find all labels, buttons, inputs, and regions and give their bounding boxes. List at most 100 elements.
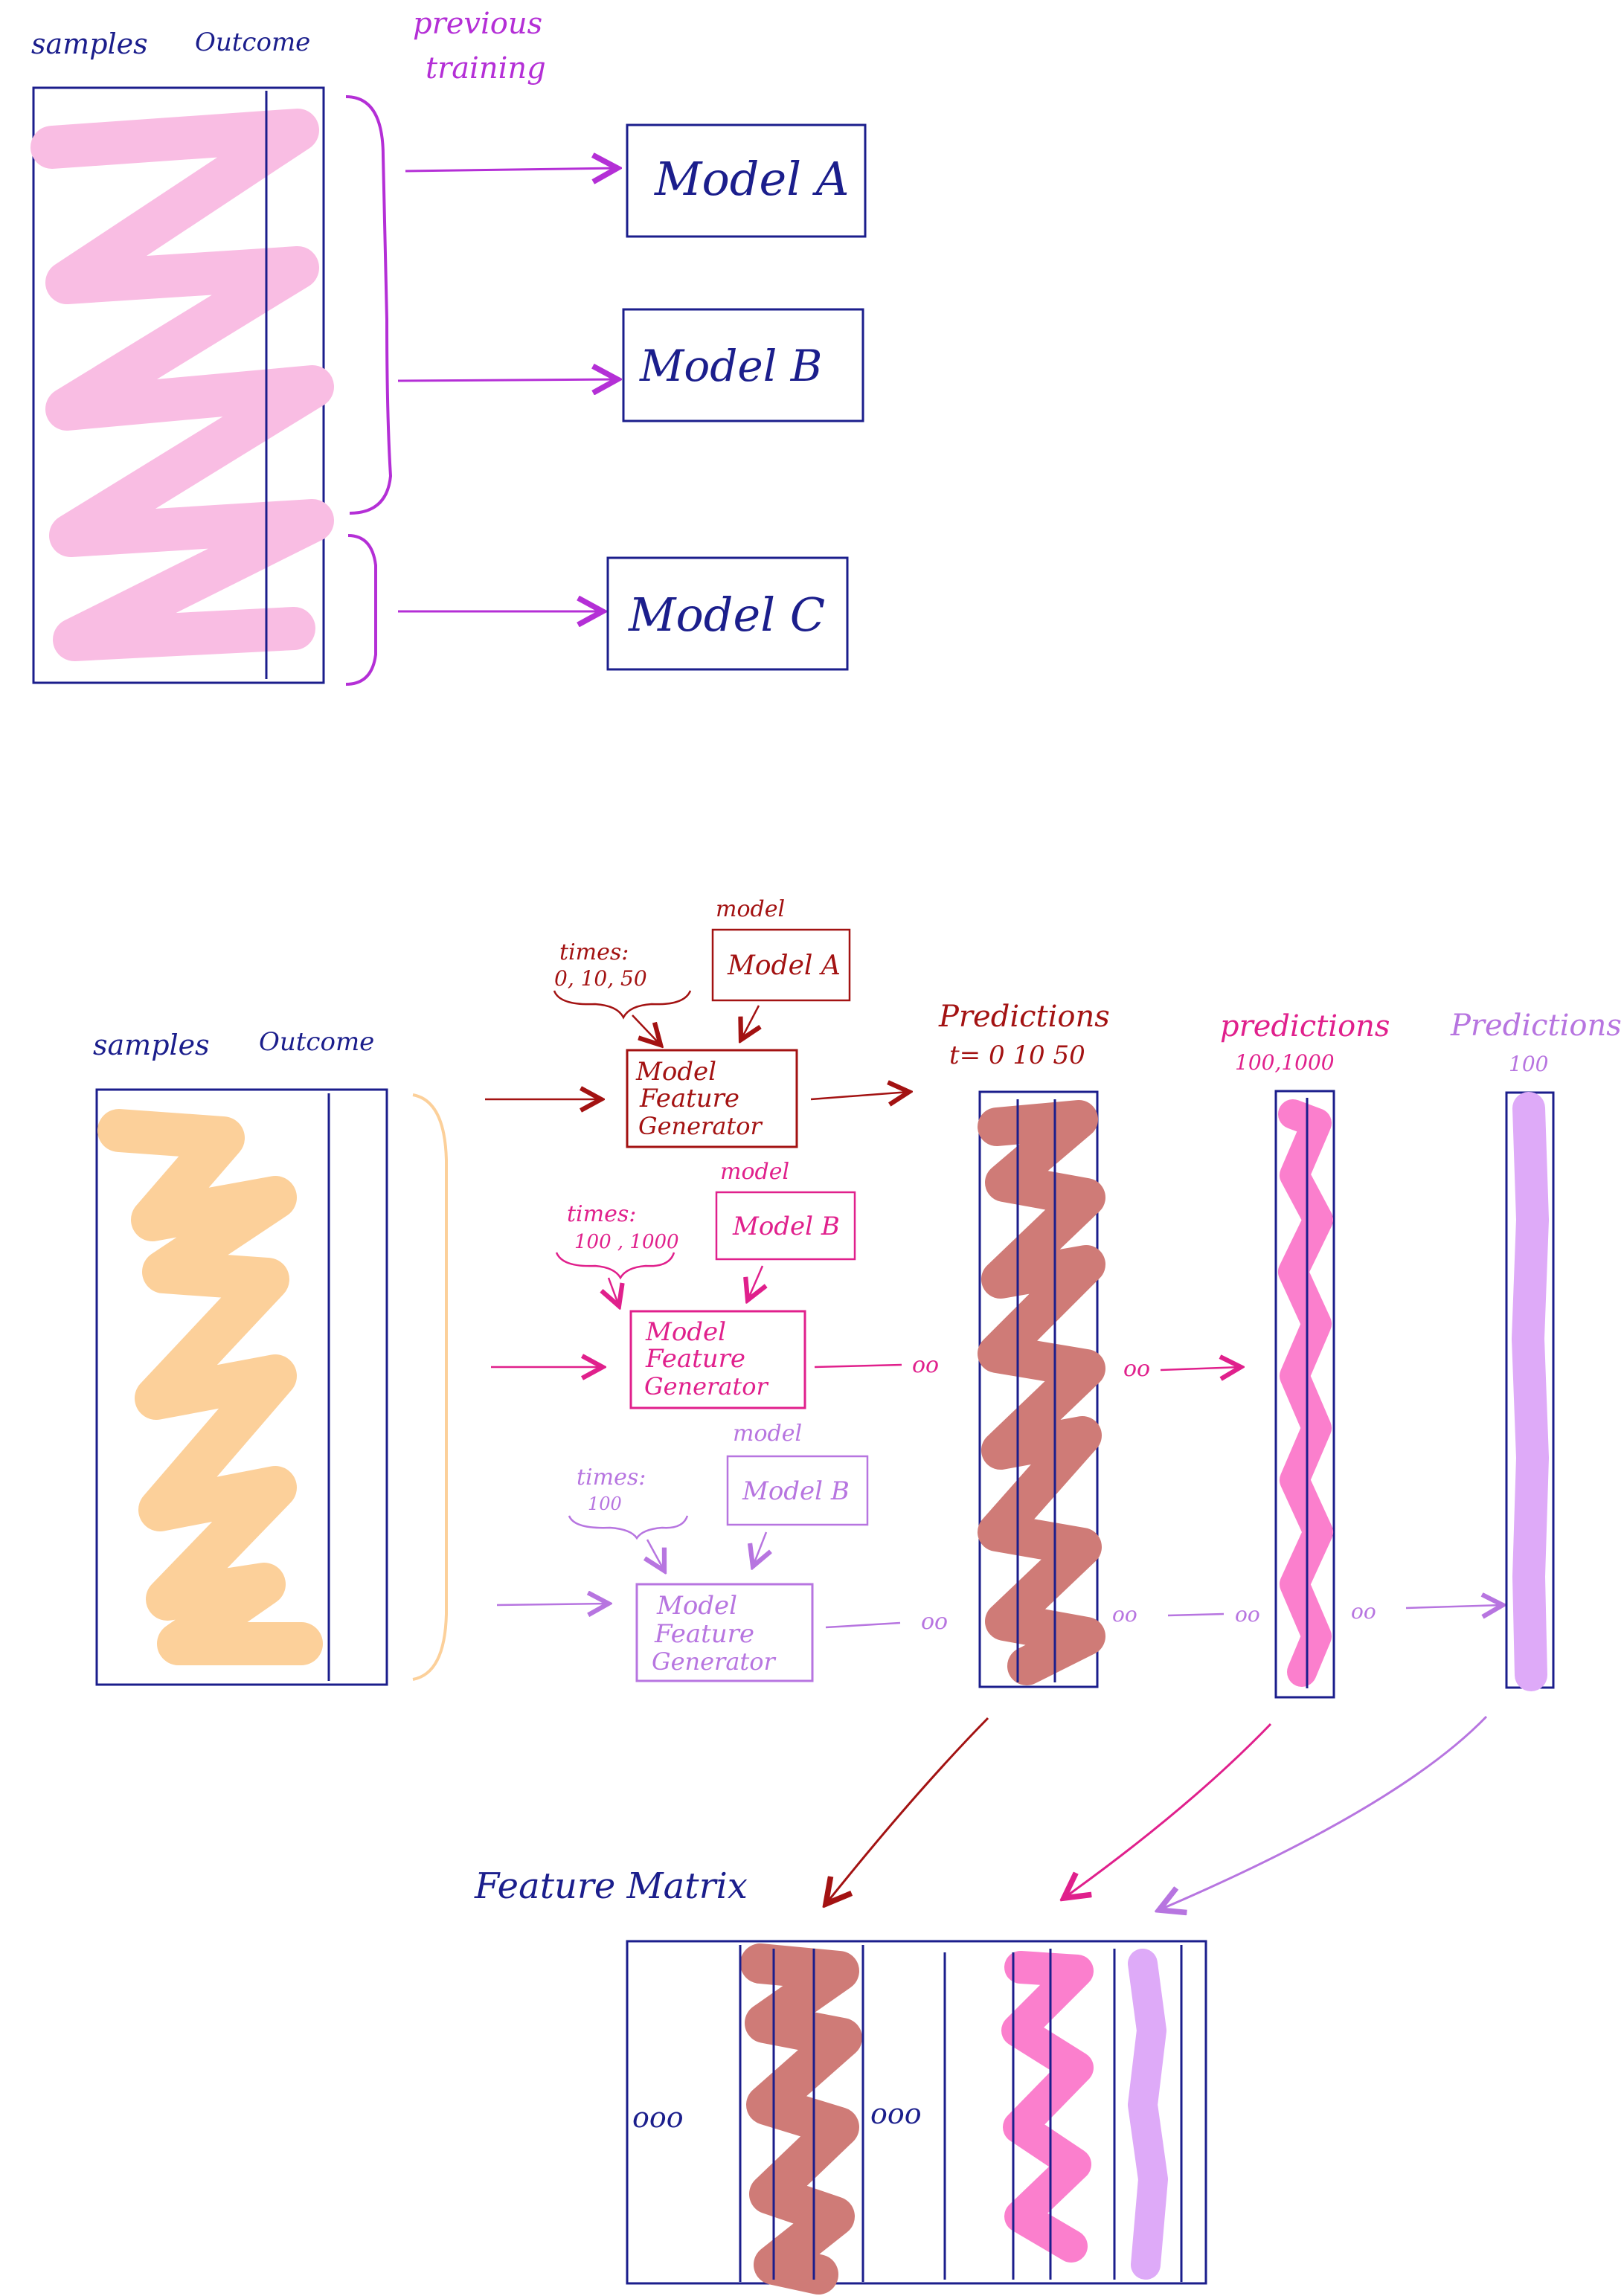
gen-b-times-brace bbox=[555, 1252, 675, 1280]
gen-b-model-box bbox=[715, 1191, 856, 1261]
gen-b-model-name: Model B bbox=[732, 1212, 840, 1241]
bottom-samples-label: samples bbox=[93, 1029, 210, 1061]
gen-b-generator-line3: Generator bbox=[644, 1372, 769, 1401]
gen-a-model-name: Model A bbox=[727, 951, 841, 981]
feature-matrix-title: Feature Matrix bbox=[474, 1865, 748, 1907]
model-a-label: Model A bbox=[654, 152, 850, 206]
top-samples-scribble bbox=[31, 109, 334, 661]
matrix-brown-scribble bbox=[740, 1943, 862, 2295]
col-ellipsis-line-1 bbox=[1167, 1612, 1225, 1617]
gen-c-output-line bbox=[825, 1621, 901, 1629]
predictions-column-3: Predictions 100 bbox=[1450, 1009, 1622, 1691]
model-c-label: Model C bbox=[628, 588, 825, 642]
gen-c-times-label: times: bbox=[577, 1464, 646, 1491]
gen-a-times-brace bbox=[553, 990, 692, 1020]
gen-a-model-arrow bbox=[741, 1005, 759, 1040]
gen-b-times-label: times: bbox=[567, 1201, 636, 1227]
gen-a-times-arrow bbox=[632, 1014, 661, 1045]
pred-3-title: Predictions bbox=[1450, 1009, 1622, 1043]
generator-a-group: model Model A times: 0, 10, 50 Model Fea… bbox=[485, 896, 909, 1148]
gen-a-generator-line3: Generator bbox=[638, 1112, 763, 1140]
gen-c-output-ellipsis: oo bbox=[921, 1609, 948, 1635]
gen-c-times-values: 100 bbox=[588, 1493, 622, 1514]
pred-1-scribble bbox=[978, 1100, 1105, 1685]
col-ellipsis-3: oo bbox=[1351, 1599, 1376, 1624]
generator-c-group: model Model B times: 100 Model Feature G… bbox=[496, 1421, 948, 1682]
pred-2-times: 100,1000 bbox=[1235, 1050, 1335, 1075]
gen-a-generator-line2: Feature bbox=[639, 1084, 739, 1113]
gen-b-times-values: 100 , 1000 bbox=[574, 1231, 679, 1253]
pred-1-frame bbox=[978, 1090, 1099, 1688]
gen-c-generator-line1: Model bbox=[656, 1591, 737, 1621]
gen-c-generator-line2: Feature bbox=[654, 1619, 754, 1649]
gen-b-times-arrow bbox=[609, 1277, 619, 1306]
feature-matrix-group: Feature Matrix ooo ooo bbox=[474, 1865, 1207, 2295]
col2-col3-arrow bbox=[1405, 1605, 1503, 1608]
pred-1-times: t= 0 10 50 bbox=[949, 1041, 1085, 1070]
gen-a-times-values: 0, 10, 50 bbox=[554, 966, 647, 991]
matrix-ellipsis-middle: ooo bbox=[870, 2097, 922, 2130]
gen-a-feature-generator-box bbox=[626, 1049, 798, 1148]
gen-c-generator-line3: Generator bbox=[652, 1647, 777, 1676]
predictions-column-2: predictions 100,1000 bbox=[1220, 1009, 1390, 1699]
pred-1-title: Predictions bbox=[938, 1000, 1110, 1034]
matrix-lavender-scribble bbox=[1128, 1949, 1168, 2280]
matrix-pink-scribble bbox=[1001, 1951, 1094, 2263]
gen-c-feature-generator-box bbox=[635, 1583, 814, 1682]
gen-a-times-label: times: bbox=[559, 939, 629, 965]
arrow-col2-to-matrix bbox=[1064, 1723, 1272, 1898]
gen-c-times-arrow bbox=[647, 1539, 664, 1571]
top-samples-label: samples bbox=[31, 28, 148, 60]
gen-b-model-label: model bbox=[720, 1159, 789, 1185]
arrow-to-model-b bbox=[397, 379, 617, 381]
gen-a-generator-line1: Model bbox=[635, 1057, 716, 1087]
arrow-col3-to-matrix bbox=[1159, 1715, 1488, 1910]
bottom-brace bbox=[412, 1093, 448, 1681]
gen-c-model-name: Model B bbox=[742, 1476, 850, 1506]
generator-b-group: model Model B times: 100 , 1000 Model Fe… bbox=[491, 1159, 939, 1409]
gen-b-model-arrow bbox=[748, 1265, 763, 1300]
top-outcome-label: Outcome bbox=[195, 28, 310, 57]
bottom-outcome-label: Outcome bbox=[259, 1027, 374, 1057]
gen-c-model-label: model bbox=[733, 1421, 802, 1447]
gen-b-output-ellipsis: oo bbox=[912, 1352, 939, 1378]
pred-3-scribble bbox=[1512, 1092, 1549, 1691]
arrow-col1-to-matrix bbox=[826, 1717, 989, 1904]
previous-training-label-line2: training bbox=[426, 51, 546, 86]
bottom-section: samples Outcome model Model A times: 0, … bbox=[93, 896, 1622, 2295]
gen-b-output-line bbox=[814, 1363, 902, 1369]
previous-training-label-line1: previous bbox=[413, 7, 542, 41]
model-a-box bbox=[626, 123, 867, 238]
gen-b-generator-line1: Model bbox=[645, 1317, 726, 1347]
pred-3-times: 100 bbox=[1509, 1052, 1548, 1076]
gen-c-input-arrow bbox=[496, 1604, 609, 1605]
predictions-column-1: Predictions t= 0 10 50 bbox=[938, 1000, 1110, 1688]
model-b-box bbox=[622, 308, 864, 422]
gen-a-model-box bbox=[711, 928, 851, 1002]
matrix-ellipsis-left: ooo bbox=[632, 2101, 684, 2134]
gen-b-generator-line2: Feature bbox=[645, 1344, 745, 1374]
top-brace-c bbox=[345, 534, 377, 686]
gen-c-model-box bbox=[726, 1455, 869, 1526]
pred-2-title: predictions bbox=[1220, 1009, 1390, 1044]
top-brace-ab bbox=[345, 95, 393, 515]
gen-c-times-brace bbox=[568, 1515, 689, 1540]
model-b-label: Model B bbox=[639, 341, 822, 391]
gen-a-output-arrow bbox=[810, 1092, 909, 1099]
bottom-samples-scribble bbox=[97, 1109, 323, 1665]
gen-b-feature-generator-box bbox=[629, 1310, 806, 1409]
feature-matrix-frame bbox=[626, 1940, 1207, 2285]
gen-c-model-arrow bbox=[753, 1531, 766, 1566]
col1-col2-ellipsis: oo bbox=[1123, 1356, 1150, 1382]
arrow-to-model-a bbox=[405, 168, 617, 171]
pred-2-frame bbox=[1274, 1090, 1335, 1699]
model-c-box bbox=[606, 556, 849, 671]
col1-col2-arrow bbox=[1160, 1367, 1241, 1370]
top-section: samples Outcome previous training Model … bbox=[31, 7, 867, 686]
gen-a-model-label: model bbox=[716, 896, 785, 922]
col-ellipsis-1: oo bbox=[1112, 1602, 1137, 1627]
bottom-dataset-table bbox=[95, 1088, 388, 1686]
col-ellipsis-2: oo bbox=[1235, 1602, 1260, 1627]
pred-2-scribble bbox=[1278, 1099, 1333, 1687]
